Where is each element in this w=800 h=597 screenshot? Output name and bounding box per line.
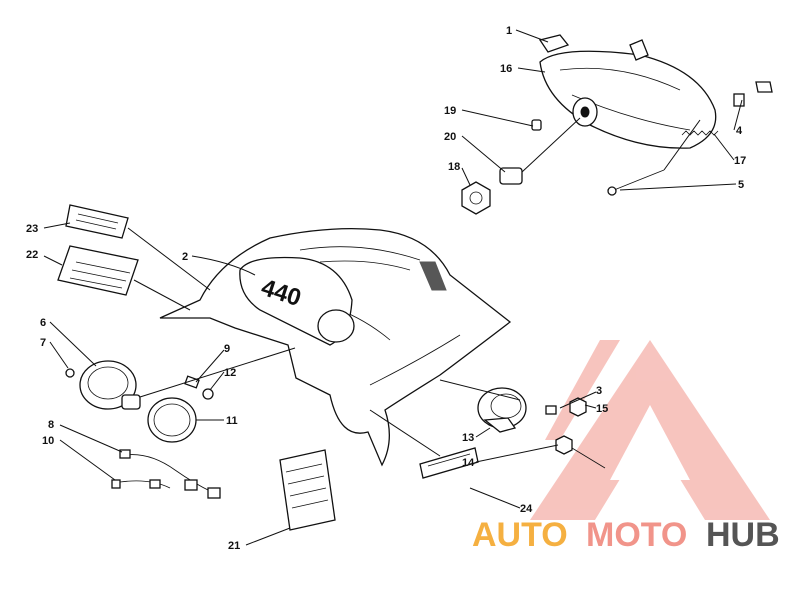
gauge-assembly — [65, 360, 221, 499]
headlight-housing — [539, 50, 717, 149]
callout-14: 14 — [462, 457, 475, 469]
leader-lines — [43, 29, 743, 546]
tach-cable — [571, 447, 606, 469]
nut-14 — [555, 435, 573, 455]
watermark-auto: AUTO — [472, 516, 568, 554]
callout-5: 5 — [738, 179, 744, 191]
hood: 440 — [159, 227, 512, 467]
adjuster-screw — [613, 169, 665, 191]
bulb — [531, 119, 542, 131]
nut — [202, 388, 214, 400]
callout-3: 3 — [596, 385, 602, 397]
callout-10: 10 — [42, 435, 54, 447]
callout-9: 9 — [224, 343, 230, 355]
wire-harness — [124, 454, 213, 493]
decal-22 — [57, 245, 139, 296]
adjuster-bracket — [733, 93, 745, 107]
callout-16: 16 — [500, 63, 512, 75]
callout-12: 12 — [224, 367, 236, 379]
watermark-logo-icon — [530, 340, 770, 520]
callout-7: 7 — [40, 337, 46, 349]
mounting-clip — [538, 34, 570, 53]
callout-8: 8 — [48, 419, 54, 431]
callout-11: 11 — [226, 415, 238, 427]
tach-assembly — [477, 387, 606, 469]
callout-15: 15 — [596, 403, 608, 415]
decal-21 — [279, 449, 336, 531]
headlight-assembly — [461, 34, 773, 215]
callout-6: 6 — [40, 317, 46, 329]
screw — [65, 368, 75, 378]
callout-4: 4 — [736, 125, 743, 137]
watermark-hub: HUB — [706, 516, 780, 554]
callout-13: 13 — [462, 432, 474, 444]
callout-21: 21 — [228, 540, 240, 552]
gauge-bezel-ring — [147, 397, 197, 443]
callout-2: 2 — [182, 251, 188, 263]
callout-23: 23 — [26, 223, 38, 235]
adjuster-spring — [681, 130, 719, 136]
callout-19: 19 — [444, 105, 456, 117]
bulb-socket — [499, 167, 523, 185]
lock-nut — [569, 397, 587, 417]
callout-22: 22 — [26, 249, 38, 261]
hood-body — [159, 227, 512, 467]
callout-1: 1 — [506, 25, 512, 37]
callout-labels: 1 16 19 20 18 4 17 5 23 22 2 6 7 9 12 11… — [26, 25, 746, 552]
callout-17: 17 — [734, 155, 746, 167]
callout-20: 20 — [444, 131, 456, 143]
callout-24: 24 — [520, 503, 533, 515]
watermark: AUTO MOTO HUB — [472, 516, 780, 554]
callout-18: 18 — [448, 161, 460, 173]
watermark-moto: MOTO — [586, 516, 687, 554]
decal-23 — [65, 204, 129, 239]
retaining-nut — [461, 181, 491, 215]
washer — [545, 405, 557, 415]
